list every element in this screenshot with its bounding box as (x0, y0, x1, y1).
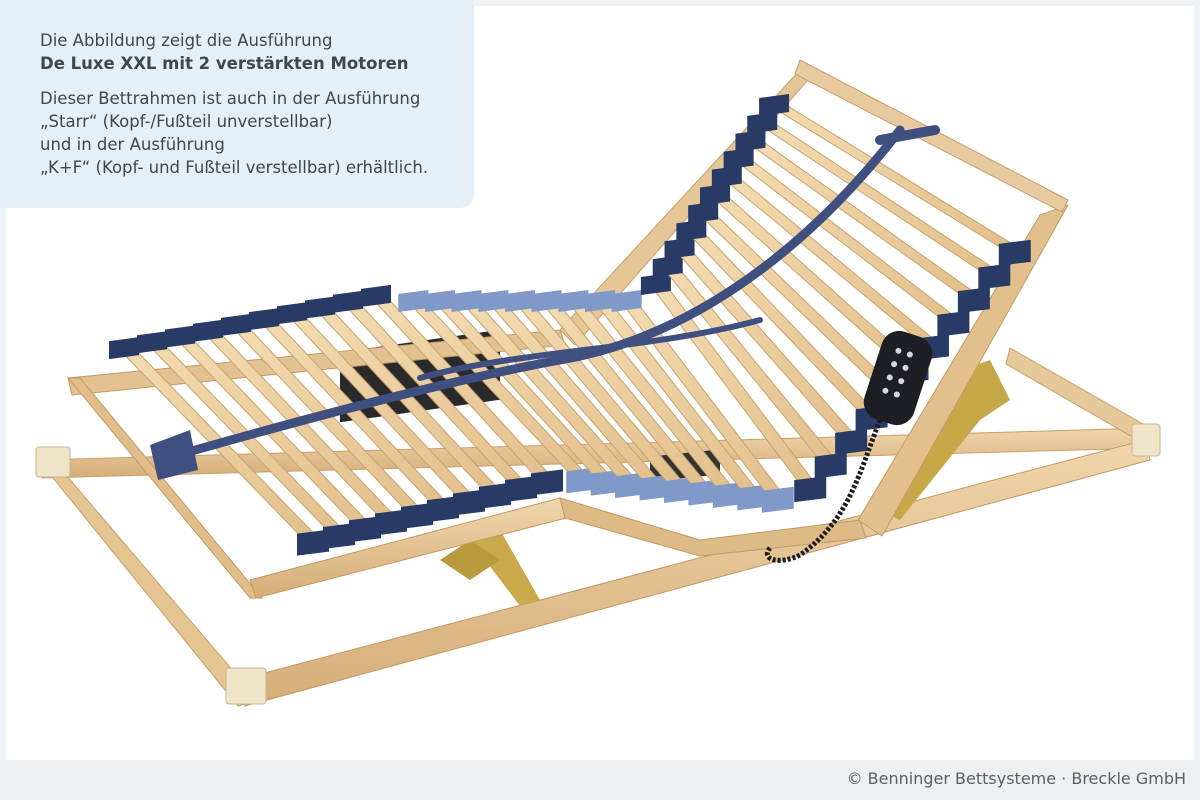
slat-cap (425, 290, 455, 312)
slat-cap (611, 290, 642, 312)
slat-cap (998, 239, 1031, 266)
info-line-6: „K+F“ (Kopf- und Fußteil verstellbar) er… (40, 158, 429, 177)
slat-cap (712, 481, 745, 508)
info-line-4: „Starr“ (Kopf-/Fußteil unverstellbar) (40, 112, 333, 131)
slat-cap (761, 486, 794, 513)
slat-cap (323, 522, 355, 549)
slat-cap (723, 147, 754, 170)
slat-cap (700, 183, 730, 206)
slat-cap (558, 290, 589, 312)
slat-cap (349, 516, 381, 543)
slat-cap (305, 296, 335, 319)
slat-cap (505, 476, 537, 503)
slat-cap (664, 237, 695, 260)
slat-cap (479, 482, 511, 509)
slat-cap (165, 325, 195, 348)
slat-cap (640, 273, 671, 296)
straps (150, 125, 940, 480)
slat-cap (398, 290, 429, 312)
slat-cap (566, 467, 599, 494)
copyright-text: © Benninger Bettsysteme · Breckle GmbH (846, 769, 1186, 788)
slat-cap (531, 290, 562, 312)
info-line-5: und in der Ausführung (40, 135, 225, 154)
slat-cap (639, 474, 672, 501)
slat-cap (664, 477, 696, 503)
slat-cap (737, 484, 770, 511)
info-model-name: De Luxe XXL mit 2 verstärkten Motoren (40, 54, 409, 73)
slat-cap (676, 219, 707, 242)
footer-bar: © Benninger Bettsysteme · Breckle GmbH (0, 760, 1200, 800)
info-line-1: Die Abbildung zeigt die Ausführung (40, 31, 333, 50)
slat-cap (735, 129, 766, 152)
slat-cap (333, 290, 363, 313)
slat-cap (652, 255, 683, 278)
slat-cap (585, 290, 615, 312)
slat-cap (297, 529, 329, 556)
slat-cap (361, 284, 391, 307)
slat-cap (137, 331, 167, 354)
slat-cap (615, 472, 648, 499)
slat-cap (249, 308, 279, 331)
slat-cap (451, 290, 482, 312)
slat-cap (109, 337, 139, 360)
info-box: Die Abbildung zeigt die Ausführung De Lu… (0, 0, 474, 208)
slat-cap (759, 93, 790, 116)
info-gap (40, 75, 474, 87)
slat-cap (453, 489, 485, 516)
info-line-3: Dieser Bettrahmen ist auch in der Ausfüh… (40, 89, 421, 108)
slat-cap (221, 313, 251, 336)
slat-cap (688, 479, 721, 506)
slat-cap (590, 469, 623, 496)
slat-cap (478, 290, 509, 312)
slat-cap (814, 452, 847, 479)
slat-cap (277, 302, 307, 325)
slat-cap (193, 319, 223, 342)
slat-cap (957, 287, 990, 314)
slat-cap (427, 496, 459, 523)
slat-cap (531, 469, 563, 496)
slat-cap (747, 111, 778, 134)
slat-cap (401, 502, 433, 529)
slat-cap (978, 263, 1011, 290)
slat-cap (711, 165, 742, 188)
remote-control-icon (765, 330, 933, 563)
slat-cap (937, 310, 970, 337)
bed-frame-photo (35, 59, 1161, 707)
slat-cap (505, 290, 535, 312)
slat-cap (688, 201, 719, 224)
slat-cap (794, 476, 827, 503)
slat-cap (375, 509, 407, 536)
slats (109, 93, 1031, 556)
slat-cap (835, 428, 868, 455)
